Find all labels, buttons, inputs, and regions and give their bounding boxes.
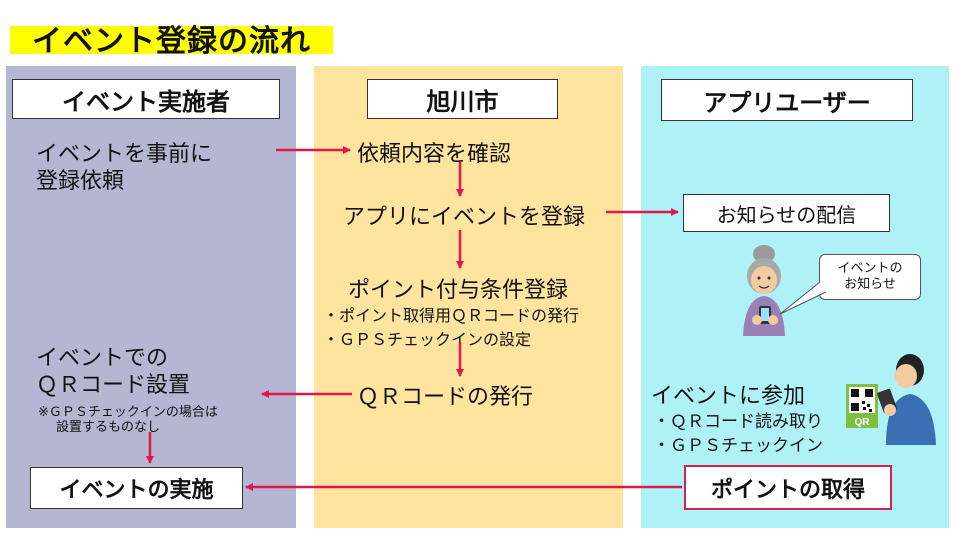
qr-placement-line1: イベントでの [36,346,169,371]
notice-delivery-box: お知らせの配信 [683,194,890,232]
confirm-request-step: 依頼内容を確認 [357,142,512,167]
qr-label: QR [855,417,871,428]
qr-issue-step: ＱＲコードの発行 [357,385,534,410]
event-notice-bubble: イベントの お知らせ [819,254,921,300]
page-title: イベント登録の流れ [32,24,311,59]
qr-placement-line2: ＱＲコード設置 [36,373,191,398]
city-header: 旭川市 [367,79,558,119]
title-highlight [10,26,333,54]
join-sub-gps: ・ＧＰＳチェックイン [653,436,823,456]
point-acquisition-box: ポイントの取得 [684,465,892,510]
elderly-user-illustration [743,245,785,336]
point-condition-sub1: ・ポイント取得用ＱＲコードの発行 [323,306,580,325]
bubble-line1: イベントの [837,261,903,276]
city-lane [314,66,623,528]
point-condition-step: ポイント付与条件登録 [348,278,569,303]
bubble-line2: お知らせ [844,277,896,292]
register-request-line1: イベントを事前に [36,142,213,167]
gps-note-line2: 設置するものなし [56,420,161,435]
point-condition-sub2: ・ＧＰＳチェックインの設定 [323,330,532,349]
bubble-tail [779,281,827,315]
qr-code-icon: QR [846,384,878,428]
register-event-step: アプリにイベントを登録 [343,205,586,230]
gps-note-line1: ※ＧＰＳチェックインの場合は [38,405,218,420]
join-event-label: イベントに参加 [651,384,806,409]
join-sub-qr: ・ＱＲコード読み取り [653,412,823,432]
organizer-header: イベント実施者 [12,79,280,119]
event-execution-box: イベントの実施 [30,467,243,509]
register-request-line2: 登録依頼 [36,169,125,194]
user-header: アプリユーザー [661,79,913,121]
young-user-illustration [877,354,936,445]
